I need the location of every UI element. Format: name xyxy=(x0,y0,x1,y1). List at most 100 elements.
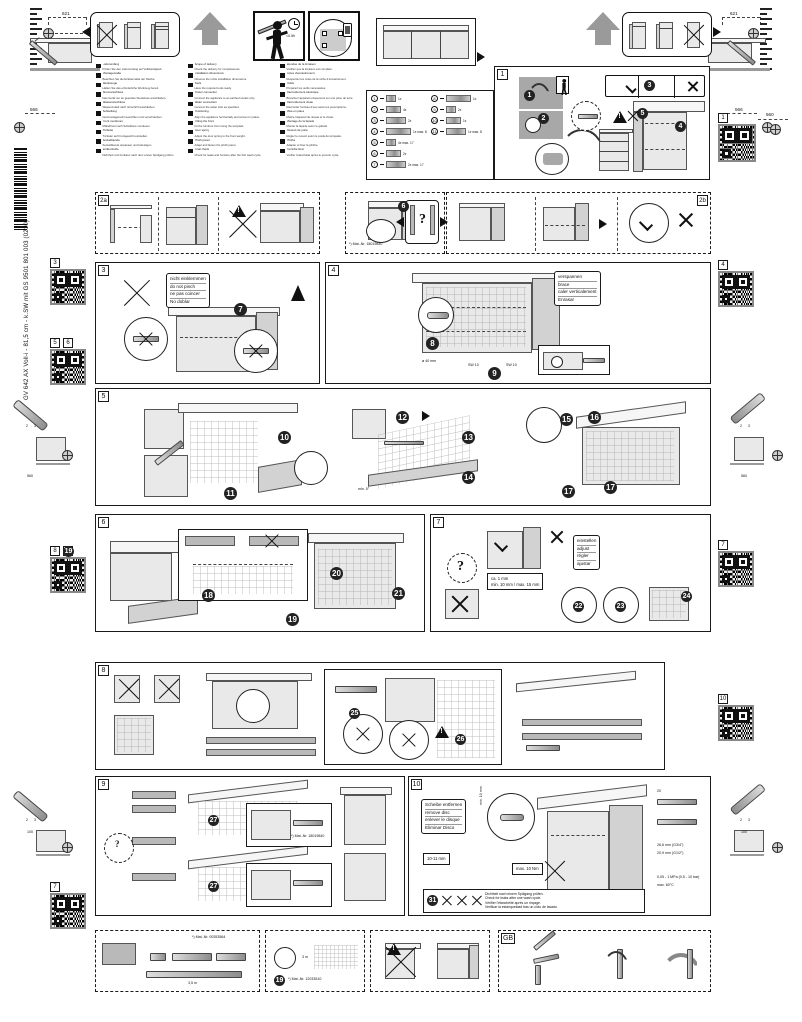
legend-entry-text: Beachten Sie die Einbaumaße der Nische. xyxy=(102,76,156,81)
panel10-hose-note: 10-11 mm xyxy=(423,853,450,865)
detail-circle-2b xyxy=(366,219,396,243)
bottom-panel-cable-kit: 3 m 19 *) Mat.-Nr. 12033510 xyxy=(265,930,365,992)
appliance-tip-icon-box xyxy=(556,76,569,96)
detail-circle-7a xyxy=(447,553,477,583)
part-number: 10 xyxy=(431,117,438,124)
legend-entry-heading: Türfeder xyxy=(102,129,114,133)
legend-marker-icon xyxy=(280,120,285,125)
step-badge-13: 13 xyxy=(462,431,475,444)
qr-code-step-10[interactable] xyxy=(718,705,754,741)
step-badge-12: 12 xyxy=(396,411,409,424)
scene-8c xyxy=(516,670,656,761)
qr-code-step-1[interactable] xyxy=(718,124,756,162)
not-allowed-icon xyxy=(96,21,118,49)
cross-icon-2b xyxy=(677,211,695,229)
qr-code-step-3[interactable] xyxy=(50,269,86,305)
part-number: 9 xyxy=(431,106,438,113)
panel-1-number: 1 xyxy=(497,69,508,80)
step-badge-11: 11 xyxy=(224,487,237,500)
legend-entry-text: Have the required tools ready. xyxy=(194,86,232,91)
detail-circle-5c xyxy=(526,407,562,443)
step-badge-18: 18 xyxy=(202,589,215,602)
scene-7c xyxy=(649,587,699,625)
scene-10-cabinet xyxy=(537,784,657,903)
callout-pinch-es: No doblar xyxy=(170,298,190,304)
gb-wiring-icon-2 xyxy=(599,943,649,987)
document-code: GV 642 AX Voll-i - 81,5 cm - k.SW mit GS… xyxy=(24,219,30,400)
dimension-right-low-c: 100 xyxy=(741,830,747,834)
part-connector-line xyxy=(380,98,384,99)
legend-entry-text: Türfeder auf Frontgewicht einstellen. xyxy=(102,133,148,138)
no-cleaner-icon-2 xyxy=(455,894,468,907)
qr-code-step-5-6[interactable] xyxy=(50,349,86,385)
legend-marker-icon xyxy=(280,101,285,107)
qr-tag-7-left: 7 xyxy=(50,882,60,892)
dimension-top-right-width: 621 xyxy=(730,11,738,16)
tool-illustration-right-mid xyxy=(726,392,786,475)
part-connector-line xyxy=(380,164,384,165)
panel-2a: 2a xyxy=(95,192,430,421)
lift-arrow-3 xyxy=(291,285,305,301)
part-number: 3 xyxy=(371,117,378,124)
qr-code-step-8-9[interactable] xyxy=(50,557,86,593)
bottom-material-number-2: *) Mat.-Nr. 12033510 xyxy=(288,977,322,981)
front-panel-variants-strip-left xyxy=(90,12,180,57)
legend-marker-icon xyxy=(280,111,285,116)
part-image xyxy=(446,117,461,124)
appliance-overview-box xyxy=(376,18,476,66)
legend-entry-heading: Positioning xyxy=(194,110,209,114)
legend-entry-text: Régler le ressort selon le poids de la f… xyxy=(286,133,342,138)
part-connector-line xyxy=(380,120,384,121)
part-number: 8 xyxy=(431,95,438,102)
qr-code-step-7-left[interactable] xyxy=(50,893,86,929)
detail-circle-8b xyxy=(389,720,429,760)
question-arrow-left xyxy=(396,217,404,227)
dimension-left-mid-c: 560 xyxy=(27,474,33,478)
callout-pinch-fr: ne pas coincer xyxy=(170,291,206,299)
overview-arrow xyxy=(477,52,485,62)
not-allowed-icon-right xyxy=(683,21,705,49)
legend-entry-heading: Étendue de la livraison xyxy=(286,63,316,66)
detail-circle-5a xyxy=(294,451,328,485)
legend-marker-icon xyxy=(96,148,101,154)
qr-tag-1: 1 xyxy=(718,113,728,123)
legend-entry-text: Prüfen Sie den Lieferumfang auf Vollstän… xyxy=(102,67,163,72)
legend-entry-heading: Contrôle final xyxy=(286,148,304,152)
step-badge-14: 14 xyxy=(462,471,475,484)
step-badge-24: 24 xyxy=(681,591,692,602)
legend-entry-text: Respectez les cotes de la niche d'encast… xyxy=(286,76,347,81)
part-connector-line xyxy=(440,131,444,132)
panel-7: 7 ? einstellen adjust régler ajustar ca.… xyxy=(430,514,711,632)
legend-marker-icon xyxy=(96,139,101,144)
qr-code-step-4[interactable] xyxy=(718,271,754,307)
panel-4-number: 4 xyxy=(328,265,339,276)
legend-entry: Türfeder xyxy=(96,129,184,135)
legend-entry-text: Adapter et fixer la plinthe. xyxy=(286,143,319,148)
step-badge-sidebar-19: 19 xyxy=(63,546,74,557)
dimension-right-mid-c: 560 xyxy=(741,474,747,478)
qr-code-step-7[interactable] xyxy=(718,551,754,587)
bottom-length: 3,5 m xyxy=(188,981,197,985)
scene-7b xyxy=(445,589,493,627)
part-image xyxy=(386,161,406,168)
legend-entry: Mise en place xyxy=(280,110,368,116)
dimension-left-mid-b: 3 xyxy=(34,424,36,428)
part-quantity: 2x xyxy=(403,151,407,156)
legend-marker-icon xyxy=(188,101,193,107)
detail-circle-4-bolt xyxy=(418,297,454,333)
legend-entry: Front montieren xyxy=(96,120,184,125)
tool-illustration-left-mid xyxy=(12,395,74,475)
carry-pictogram-box: <0.5h xyxy=(253,11,305,61)
legend-entry-heading: Plinth panel xyxy=(194,138,210,142)
legend-entry-text: Halten Sie das erforderliche Werkzeug be… xyxy=(102,86,159,91)
step-badge-16: 16 xyxy=(588,411,601,424)
panel-3-number: 3 xyxy=(98,265,109,276)
callout-brace-es: Enrasar xyxy=(558,296,575,302)
panel-9: 9 ? 27 27 *) Mat.-Nr. 18019840 28 xyxy=(95,776,405,916)
step-badge-7: 7 xyxy=(234,303,247,316)
